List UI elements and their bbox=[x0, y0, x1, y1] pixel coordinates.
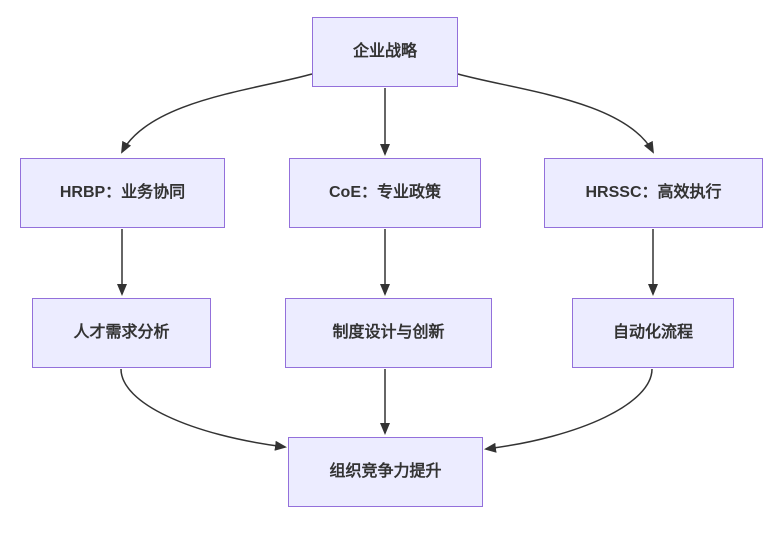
node-coe: CoE：专业政策 bbox=[289, 158, 481, 228]
node-hrbp: HRBP：业务协同 bbox=[20, 158, 225, 228]
node-hrssc: HRSSC：高效执行 bbox=[544, 158, 763, 228]
node-talent-demand-analysis: 人才需求分析 bbox=[32, 298, 211, 368]
node-org-competitiveness: 组织竞争力提升 bbox=[288, 437, 483, 507]
node-talent-demand-analysis-label: 人才需求分析 bbox=[73, 324, 170, 342]
node-automated-process-label: 自动化流程 bbox=[612, 324, 693, 342]
node-coe-label: CoE：专业政策 bbox=[328, 184, 441, 202]
node-org-competitiveness-label: 组织竞争力提升 bbox=[329, 463, 442, 481]
node-hrssc-label: HRSSC：高效执行 bbox=[585, 184, 722, 202]
edge-talent-org bbox=[120, 368, 287, 451]
node-policy-design-innovation: 制度设计与创新 bbox=[285, 298, 492, 368]
edge-strategy-hrssc bbox=[457, 73, 654, 154]
edge-strategy-hrbp bbox=[121, 73, 313, 154]
node-strategy: 企业战略 bbox=[312, 17, 458, 87]
node-strategy-label: 企业战略 bbox=[352, 43, 417, 61]
node-policy-design-innovation-label: 制度设计与创新 bbox=[332, 324, 445, 342]
node-automated-process: 自动化流程 bbox=[572, 298, 734, 368]
edge-automation-org bbox=[484, 368, 653, 453]
node-hrbp-label: HRBP：业务协同 bbox=[59, 184, 186, 202]
